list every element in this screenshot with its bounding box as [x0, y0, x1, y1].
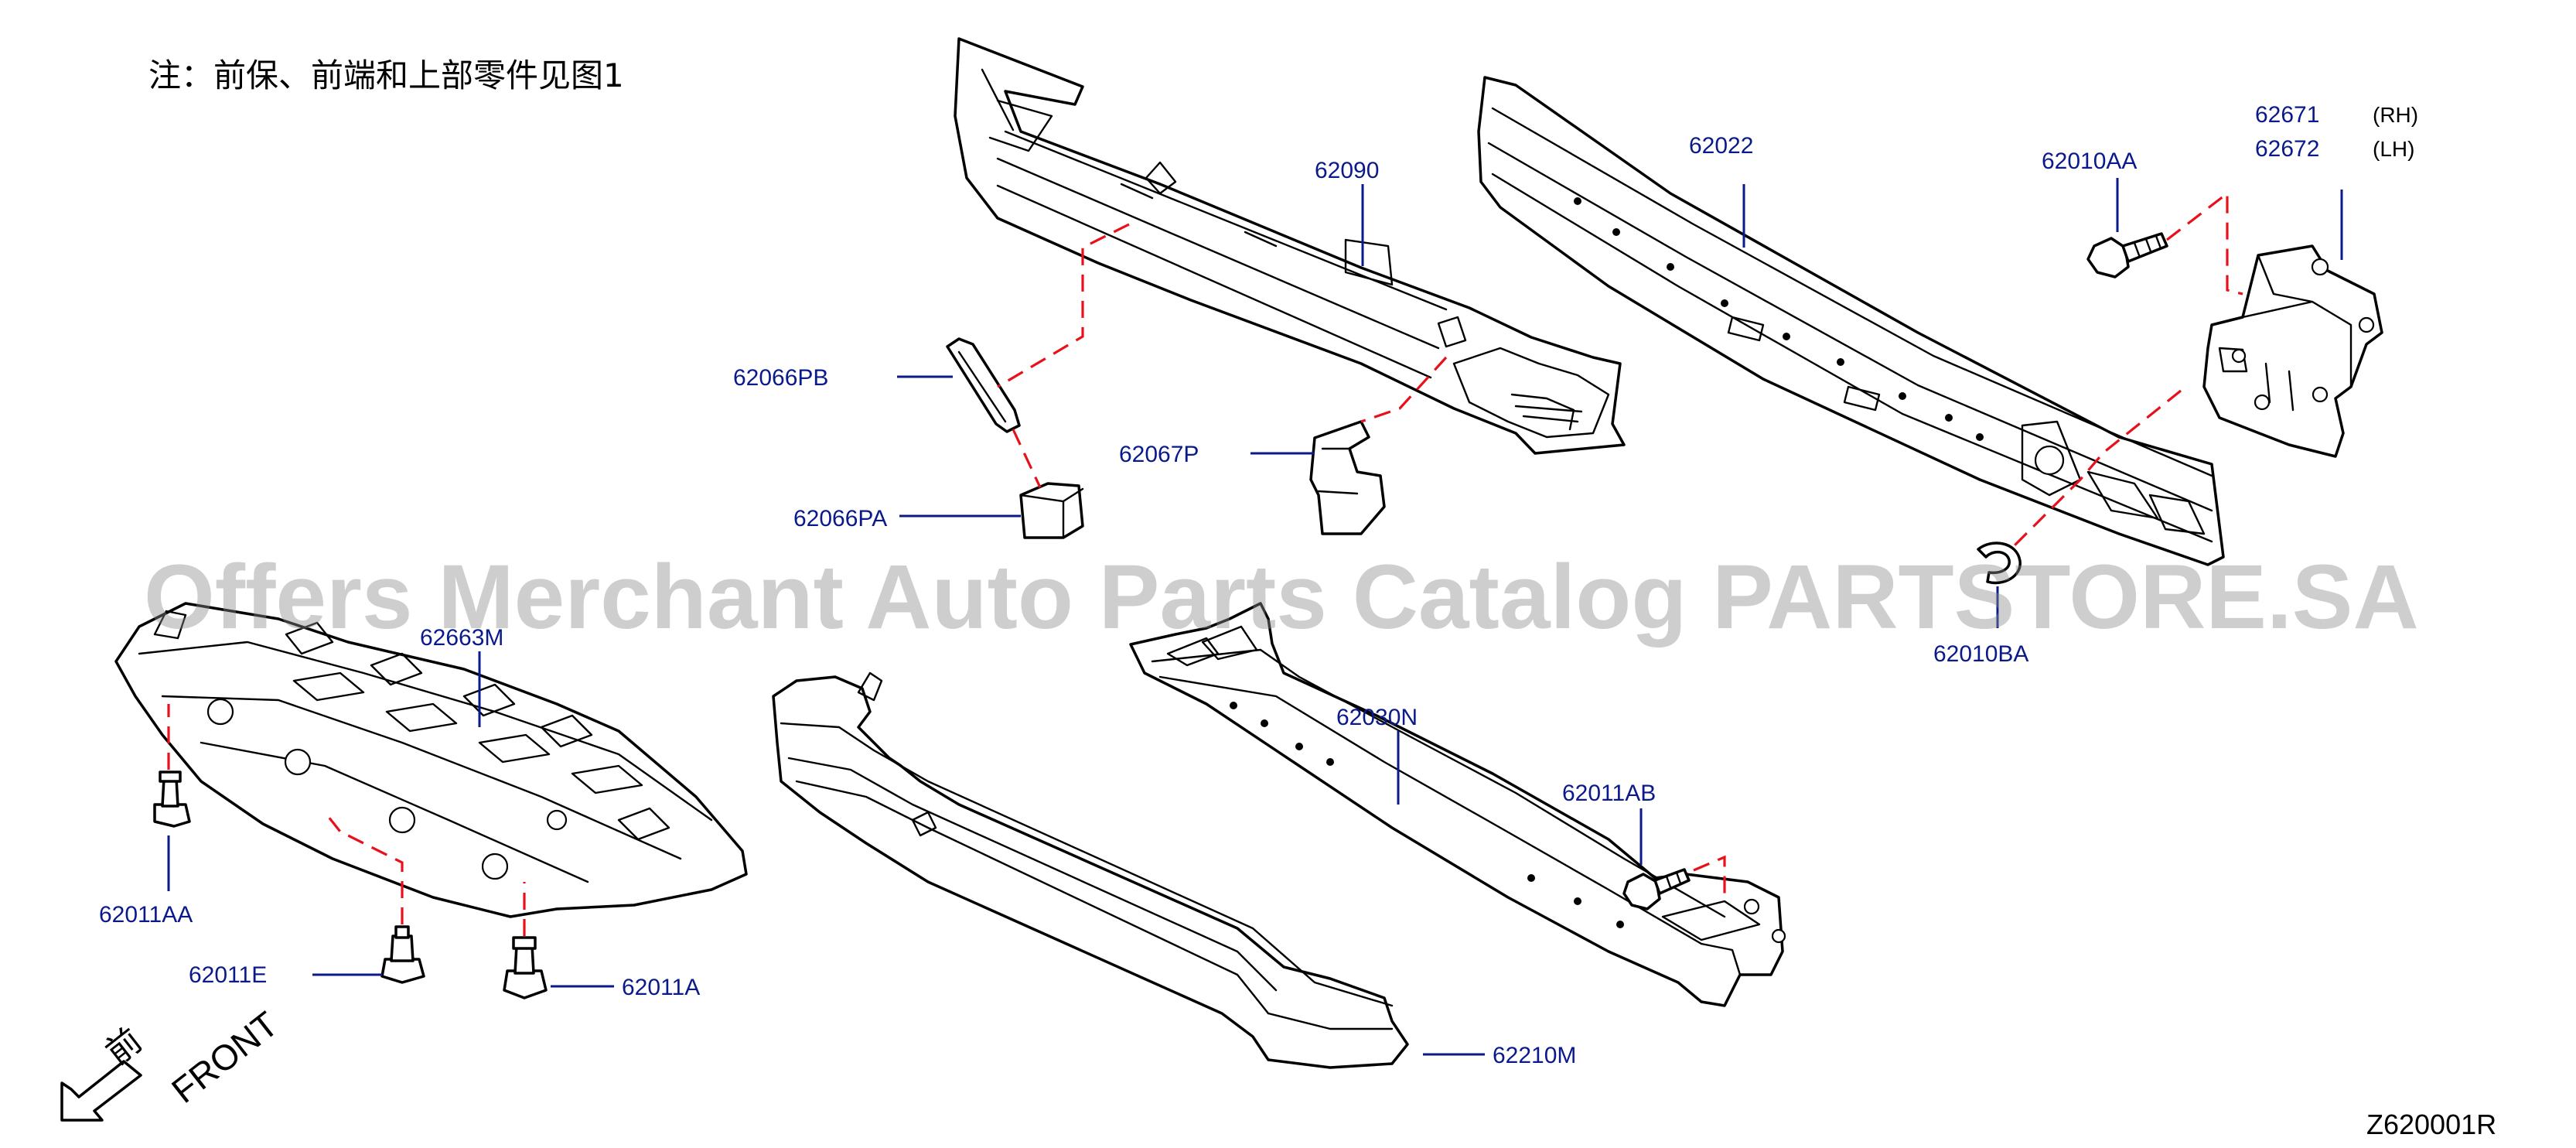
label-62066PB[interactable]: 62066PB [733, 365, 828, 391]
label-62210M[interactable]: 62210M [1493, 1043, 1576, 1068]
label-62090[interactable]: 62090 [1315, 158, 1379, 183]
part-62011A-clip[interactable] [503, 936, 548, 999]
label-62011AB[interactable]: 62011AB [1562, 781, 1656, 806]
front-label-cn: 前 [98, 1020, 149, 1072]
diagram-note: 注：前保、前端和上部零件见图1 [148, 56, 624, 94]
part-62663M-undercover[interactable] [114, 602, 748, 918]
front-indicator: 前 FRONT [60, 1003, 285, 1122]
part-62066PA-block[interactable] [1019, 482, 1084, 539]
label-62663M[interactable]: 62663M [420, 625, 503, 651]
label-62011E[interactable]: 62011E [189, 962, 267, 988]
part-62030N-reinforcement[interactable] [1129, 602, 1786, 1007]
label-lh: (LH) [2373, 137, 2414, 161]
part-62011AB-bolt[interactable] [1622, 868, 1691, 911]
label-62067P[interactable]: 62067P [1119, 442, 1199, 467]
part-62011E-clip[interactable] [380, 925, 425, 984]
label-62011AA[interactable]: 62011AA [99, 902, 193, 928]
part-labels: 62090 62022 62010AA 62671 (RH) 62672 (LH… [99, 102, 2418, 1068]
label-rh: (RH) [2373, 103, 2418, 127]
label-62066PA[interactable]: 62066PA [793, 506, 887, 531]
part-62090-absorber[interactable] [954, 37, 1626, 455]
front-arrow-icon [60, 1060, 142, 1122]
watermark: Offers Merchant Auto Parts Catalog PARTS… [144, 546, 2419, 648]
part-62010BA-clip[interactable] [1977, 542, 2022, 585]
label-62022[interactable]: 62022 [1689, 133, 1753, 159]
label-62672[interactable]: 62672 [2255, 136, 2319, 162]
part-62067P-bracket[interactable] [1309, 420, 1386, 535]
label-62011A[interactable]: 62011A [622, 975, 700, 1000]
part-62066PB-pad[interactable] [946, 337, 1021, 433]
label-62010BA[interactable]: 62010BA [1933, 641, 2028, 667]
label-62010AA[interactable]: 62010AA [2042, 149, 2137, 174]
leader-lines [167, 178, 2343, 1056]
diagram-code: Z620001R [2366, 1109, 2496, 1140]
part-62671-bracket[interactable] [2202, 244, 2383, 458]
front-label: FRONT [164, 1003, 285, 1111]
assembly-lines [167, 190, 2243, 936]
part-62210M-absorber[interactable] [772, 671, 1409, 1069]
part-62010AA-bolt[interactable] [2086, 232, 2168, 278]
part-62022-reinforcement[interactable] [1477, 76, 2225, 566]
part-62011AA-clip[interactable] [153, 770, 191, 828]
label-62671[interactable]: 62671 [2255, 102, 2319, 128]
label-62030N[interactable]: 62030N [1336, 705, 1418, 730]
